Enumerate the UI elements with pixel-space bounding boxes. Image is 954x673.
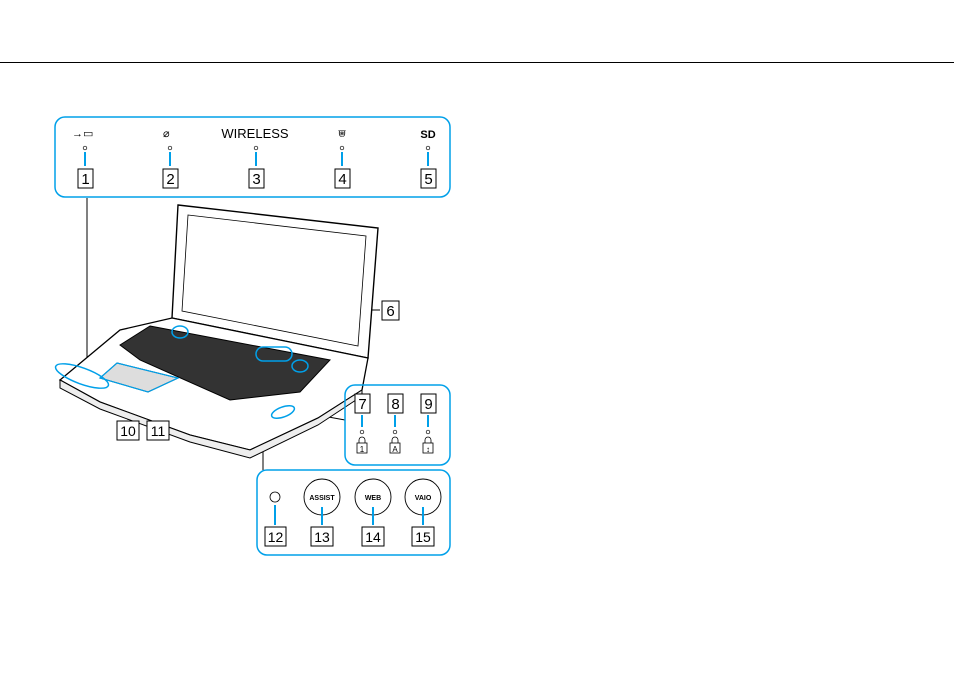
callout-8: 8 xyxy=(391,396,399,413)
scroll-lock-icon: ↕ xyxy=(426,445,430,454)
callout-13: 13 xyxy=(314,529,330,545)
lock-9: 9 ↕ xyxy=(421,394,436,454)
callout-5: 5 xyxy=(424,171,432,188)
button-15: VAIO 15 xyxy=(405,479,441,546)
num-lock-icon: 1 xyxy=(360,445,365,454)
callout-15: 15 xyxy=(415,529,431,545)
indicator-3: WIRELESS 3 xyxy=(221,126,289,188)
sd-label: SD xyxy=(420,129,435,141)
laptop-illustration xyxy=(53,205,378,458)
callout-3: 3 xyxy=(252,171,260,188)
web-button: WEB xyxy=(365,495,381,502)
vaio-button: VAIO xyxy=(415,495,432,502)
sensor-12: 12 xyxy=(265,492,286,546)
callout-2: 2 xyxy=(166,171,174,188)
callout-14: 14 xyxy=(365,529,381,545)
indicator-5: SD 5 xyxy=(420,129,436,188)
callout-10: 10 xyxy=(120,423,136,439)
wireless-label: WIRELESS xyxy=(221,126,289,141)
caps-lock-icon: A xyxy=(392,445,398,454)
disk-drive-icon: ⌀ xyxy=(163,128,170,140)
indicator-1: →▭ 1 xyxy=(72,128,93,188)
indicator-2: ⌀ 2 xyxy=(163,128,178,188)
battery-charge-icon: →▭ xyxy=(72,128,93,140)
callout-9: 9 xyxy=(424,396,432,413)
button-14: WEB 14 xyxy=(355,479,391,546)
callout-4: 4 xyxy=(338,171,346,188)
callout-11: 11 xyxy=(151,423,166,439)
callout-1: 1 xyxy=(81,171,89,188)
lock-7: 7 1 xyxy=(355,394,370,454)
indicator-4: ⩐ 4 xyxy=(335,126,350,188)
lock-8: 8 A xyxy=(388,394,403,454)
callout-7: 7 xyxy=(358,396,366,413)
button-13: ASSIST 13 xyxy=(304,479,340,546)
callout-6: 6 xyxy=(386,303,394,320)
callout-12: 12 xyxy=(268,529,284,545)
light-sensor-icon xyxy=(270,492,280,502)
memory-stick-icon: ⩐ xyxy=(338,126,346,140)
assist-button: ASSIST xyxy=(309,495,335,502)
